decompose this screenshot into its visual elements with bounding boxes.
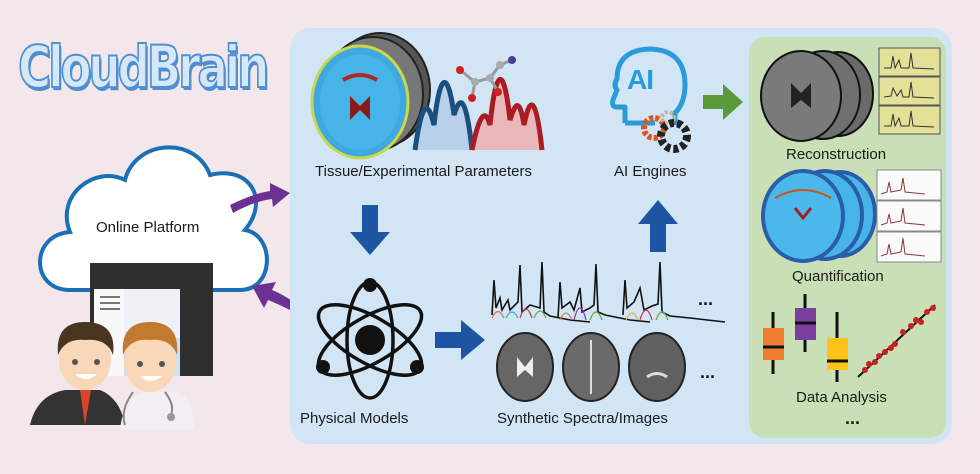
arrow-right-icon	[435, 320, 485, 360]
cloud-icon	[38, 145, 269, 292]
tissue-parameters-label: Tissue/Experimental Parameters	[315, 163, 533, 180]
ai-head-icon	[610, 46, 688, 126]
users-icon	[30, 322, 195, 430]
cloudbrain-logo: CloudBrain	[17, 33, 270, 101]
arrow-down-icon	[350, 205, 390, 255]
quantification-label: Quantification	[792, 268, 884, 285]
synthetic-brain-images-icon	[496, 332, 686, 402]
tissue-brain-map-icon	[310, 32, 431, 160]
arrow-to-outputs-icon	[703, 84, 743, 120]
molecule-icon	[456, 56, 516, 102]
reconstruction-label: Reconstruction	[786, 146, 887, 163]
synthetic-spectra-icon	[491, 261, 726, 323]
gears-icon	[641, 110, 691, 153]
quantification-spectra-icon	[876, 169, 942, 263]
reconstruction-brains-icon	[760, 50, 874, 142]
images-ellipsis: ...	[700, 362, 716, 382]
online-platform-label: Online Platform	[96, 219, 200, 236]
physical-models-label: Physical Models	[300, 410, 409, 427]
reconstruction-spectra-icon	[878, 47, 941, 135]
outputs-ellipsis: ...	[845, 408, 861, 428]
arrow-up-icon	[638, 200, 678, 252]
atom-icon	[316, 278, 424, 400]
boxplot-icon	[763, 294, 848, 382]
data-analysis-label: Data Analysis	[796, 389, 887, 406]
arrow-to-pipeline-icon	[230, 183, 290, 213]
ai-engines-label: AI Engines	[614, 163, 687, 180]
spectra-ellipsis: ...	[698, 289, 714, 309]
tissue-spectrum-icon	[412, 76, 545, 151]
arrow-from-pipeline-icon	[252, 282, 294, 310]
quantification-brains-icon	[761, 169, 877, 263]
ai-head-text: AI	[627, 64, 654, 95]
scatter-plot-icon	[857, 304, 936, 378]
synthetic-spectra-images-label: Synthetic Spectra/Images	[497, 410, 668, 427]
